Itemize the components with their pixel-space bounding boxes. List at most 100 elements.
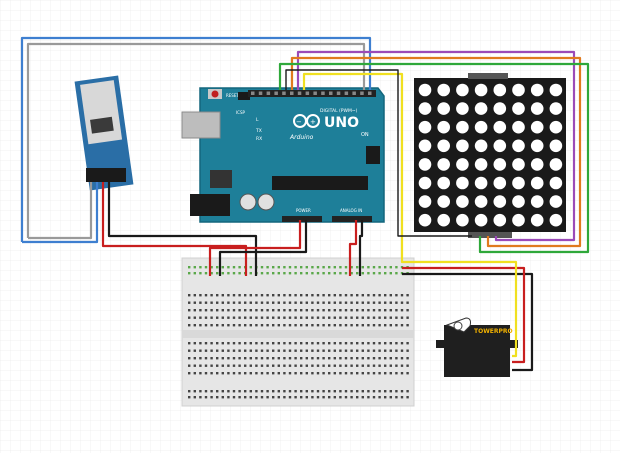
breadboard-hole — [277, 342, 280, 345]
breadboard-hole — [333, 390, 336, 393]
breadboard-hole — [384, 372, 387, 375]
digital-header — [248, 90, 376, 97]
rx-label: RX — [256, 136, 262, 142]
breadboard-hole — [216, 342, 219, 345]
breadboard-hole — [294, 324, 297, 327]
breadboard-hole — [188, 396, 191, 399]
matrix-led — [549, 176, 563, 190]
wire-red-servo — [402, 266, 526, 364]
breadboard-hole — [210, 294, 213, 297]
breadboard-hole — [210, 272, 213, 275]
breadboard-hole — [188, 266, 191, 269]
breadboard-hole — [400, 357, 404, 360]
breadboard-hole — [384, 301, 387, 304]
breadboard-hole — [260, 301, 264, 304]
breadboard-hole — [260, 324, 264, 327]
breadboard-hole — [367, 396, 370, 399]
breadboard-hole — [361, 390, 364, 393]
breadboard-hole — [238, 301, 241, 304]
breadboard-holes — [188, 266, 409, 399]
breadboard-hole — [210, 266, 213, 269]
breadboard-hole — [395, 272, 398, 275]
breadboard-hole — [339, 396, 342, 399]
breadboard-hole — [356, 301, 359, 304]
breadboard-hole — [305, 390, 308, 393]
breadboard-hole — [244, 294, 247, 297]
matrix-led — [549, 139, 563, 153]
breadboard-hole — [255, 342, 258, 345]
breadboard-hole — [221, 294, 224, 297]
breadboard-hole — [311, 309, 314, 312]
breadboard-hole — [255, 357, 258, 360]
breadboard-hole — [300, 390, 303, 393]
breadboard-hole — [350, 301, 353, 304]
capacitor-1 — [239, 193, 257, 211]
breadboard-hole — [272, 372, 275, 375]
digital-pin — [305, 91, 310, 95]
breadboard-hole — [288, 342, 292, 345]
breadboard-hole — [316, 301, 320, 304]
breadboard-hole — [372, 396, 376, 399]
breadboard-hole — [255, 364, 258, 367]
breadboard-hole — [344, 342, 348, 345]
breadboard-hole — [227, 372, 230, 375]
breadboard-hole — [328, 301, 331, 304]
breadboard-hole — [400, 349, 404, 352]
breadboard-hole — [210, 390, 213, 393]
breadboard-hole — [260, 349, 264, 352]
breadboard-hole — [339, 342, 342, 345]
breadboard-hole — [272, 294, 275, 297]
breadboard-hole — [227, 316, 230, 319]
breadboard-hole — [193, 390, 196, 393]
breadboard-hole — [272, 349, 275, 352]
breadboard-hole — [300, 266, 303, 269]
breadboard-hole — [350, 349, 353, 352]
breadboard-hole — [216, 309, 219, 312]
breadboard-hole — [372, 342, 376, 345]
breadboard-hole — [356, 372, 359, 375]
breadboard-hole — [395, 324, 398, 327]
breadboard-hole — [350, 390, 353, 393]
breadboard-hole — [400, 390, 404, 393]
breadboard-hole — [372, 372, 376, 375]
breadboard-hole — [356, 342, 359, 345]
breadboard-hole — [266, 324, 269, 327]
breadboard-hole — [216, 294, 219, 297]
breadboard-hole — [232, 372, 236, 375]
reset-button-cap[interactable] — [211, 90, 219, 98]
tx-label: TX — [255, 128, 262, 134]
breadboard-hole — [322, 324, 325, 327]
breadboard-hole — [356, 390, 359, 393]
breadboard-hole — [210, 396, 213, 399]
breadboard-hole — [255, 349, 258, 352]
breadboard-hole — [372, 324, 376, 327]
breadboard-hole — [339, 364, 342, 367]
breadboard-hole — [350, 294, 353, 297]
breadboard-hole — [316, 372, 320, 375]
breadboard-hole — [294, 309, 297, 312]
breadboard-hole — [204, 309, 208, 312]
breadboard-hole — [328, 309, 331, 312]
breadboard-hole — [255, 309, 258, 312]
breadboard-hole — [400, 324, 404, 327]
breadboard-hole — [384, 349, 387, 352]
breadboard-hole — [238, 357, 241, 360]
breadboard-hole — [339, 349, 342, 352]
breadboard-hole — [283, 272, 286, 275]
breadboard-hole — [344, 390, 348, 393]
breadboard-hole — [389, 324, 392, 327]
breadboard-hole — [333, 266, 336, 269]
digital-pin — [274, 91, 278, 95]
breadboard-hole — [300, 342, 303, 345]
servo-motor: TOWERPRO — [436, 317, 518, 377]
breadboard-hole — [311, 342, 314, 345]
breadboard-hole — [266, 357, 269, 360]
breadboard-hole — [384, 316, 387, 319]
breadboard-hole — [333, 396, 336, 399]
breadboard-hole — [244, 357, 247, 360]
matrix-led — [512, 102, 525, 115]
breadboard-hole — [344, 266, 348, 269]
breadboard-hole — [367, 372, 370, 375]
breadboard-hole — [322, 309, 325, 312]
breadboard-hole — [361, 396, 364, 399]
